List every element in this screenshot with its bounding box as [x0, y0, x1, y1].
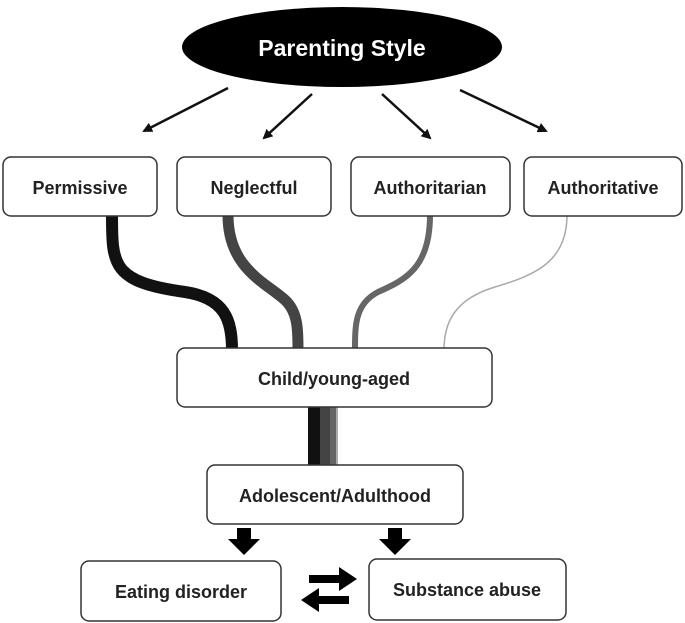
child-box	[176, 347, 493, 408]
neglectful-path	[222, 214, 304, 351]
eating-disorder-box	[80, 560, 282, 622]
trunk-authoritarian	[330, 407, 336, 466]
substance-abuse-box	[368, 558, 567, 621]
authoritative-path	[443, 214, 568, 351]
permissive-path	[106, 214, 238, 351]
style-box-authoritative	[523, 156, 683, 217]
style-box-permissive	[2, 156, 158, 217]
arrow-to-permissive	[142, 86, 229, 133]
style-box-neglectful	[176, 156, 332, 217]
exchange-arrow-left	[301, 588, 349, 612]
down-arrow-substance	[379, 528, 411, 555]
style-box-authoritarian	[350, 156, 511, 217]
title-ellipse	[182, 7, 502, 87]
arrow-to-authoritarian	[381, 93, 432, 140]
style-label-authoritarian: Authoritarian	[373, 178, 486, 198]
trunk-neglectful	[320, 407, 330, 466]
child-label: Child/young-aged	[258, 369, 410, 389]
adolescent-box	[206, 464, 464, 525]
style-label-neglectful: Neglectful	[210, 178, 297, 198]
adolescent-label: Adolescent/Adulthood	[239, 486, 431, 506]
authoritarian-path	[352, 214, 433, 351]
substance-abuse-label: Substance abuse	[393, 580, 541, 600]
arrow-to-authoritative	[459, 88, 548, 133]
exchange-arrow-right	[309, 567, 357, 591]
trunk-permissive	[308, 407, 320, 466]
style-label-authoritative: Authoritative	[547, 178, 658, 198]
arrow-to-neglectful	[262, 93, 313, 140]
eating-disorder-label: Eating disorder	[115, 582, 247, 602]
trunk-authoritative	[336, 407, 338, 466]
style-label-permissive: Permissive	[32, 178, 127, 198]
title-label: Parenting Style	[258, 35, 425, 61]
down-arrow-eating	[228, 528, 260, 555]
